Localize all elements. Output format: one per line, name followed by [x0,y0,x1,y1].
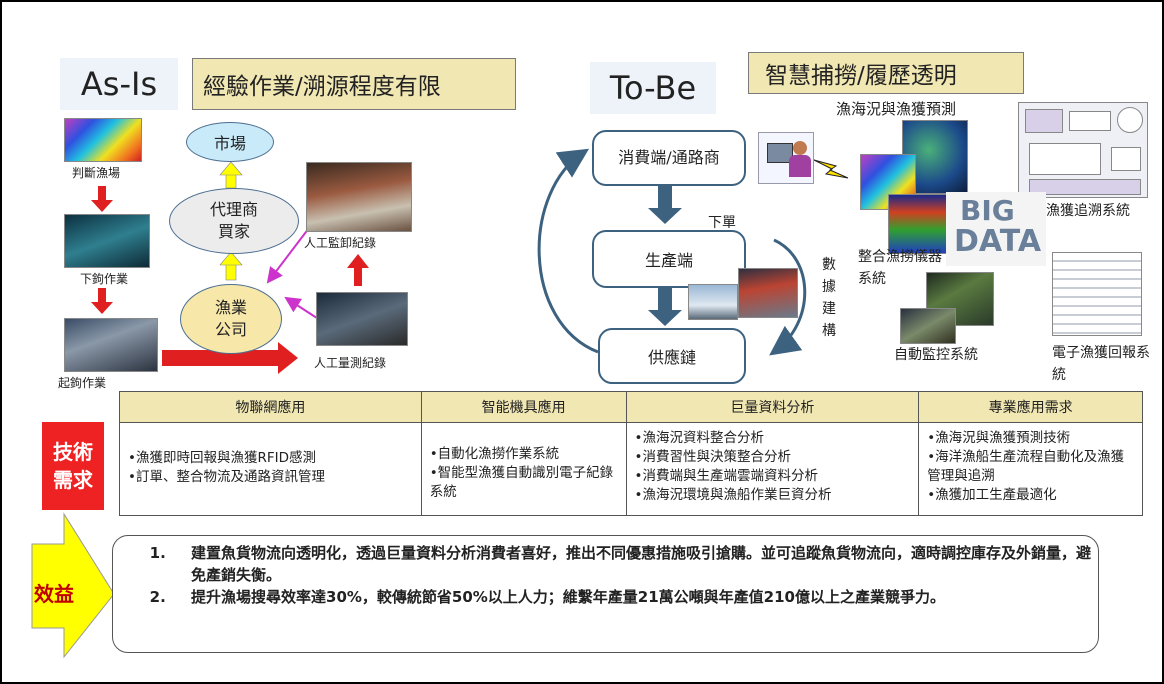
fishery-company-node: 漁業 公司 [180,284,282,354]
list-item: •漁海況與漁獲預測技術 [927,430,1071,446]
measuring-photo [316,292,408,346]
tech-requirements-label: 技術 需求 [42,422,104,510]
to-be-heading: 智慧捕撈/履歷透明 [748,52,1024,94]
step-hook-setting: 下鉤作業 [80,272,129,286]
header-iot: 物聯網應用 [119,391,422,423]
header-professional-needs: 專業應用需求 [918,391,1143,423]
auto-monitoring-label: 自動監控系統 [894,347,978,363]
blue-arrow-down-1 [648,186,682,224]
cell-big-data: •漁海況資料整合分析 •消費習性與決策整合分析 •消費端與生產端雲端資料分析 •… [625,422,920,516]
fishing-ground-map-thumbnail [64,118,142,162]
red-arrow-down-1 [91,186,113,212]
yellow-arrow-up-1 [219,161,243,189]
cell-smart-equipment: •自動化漁撈作業系統 •智能型漁獲自動識別電子紀錄系統 [420,422,627,516]
consumer-channel-node: 消費端/通路商 [592,130,746,186]
purple-arrow-2 [284,296,321,321]
cycle-arrow-right [769,238,807,356]
manual-unloading-record: 人工監卸紀錄 [304,236,377,250]
list-item: •訂單、整合物流及通路資訊管理 [128,469,325,485]
lightning-icon [813,159,849,179]
forecast-label: 漁海況與漁獲預測 [836,100,957,118]
list-item: •漁海況資料整合分析 [634,430,764,446]
header-smart-equipment: 智能機具應用 [420,391,627,423]
red-arrow-right [162,342,298,374]
benefit-list: 建置魚貨物流向透明化，透過巨量資料分析消費者喜好，推出不同優惠措施吸引搶購。並可… [113,542,1098,608]
list-item: •消費習性與決策整合分析 [634,449,791,465]
red-arrow-up [347,254,369,286]
as-is-label: As-Is [60,58,178,110]
benefit-label: 效益 [34,582,74,606]
step-hook-hauling: 起鉤作業 [58,376,107,390]
blue-arrow-down-2 [648,288,682,326]
list-item: •漁獲加工生產最適化 [927,487,1057,503]
benefit-arrow-shape [31,512,115,659]
order-label: 下單 [708,215,736,231]
e-logbook-label: 電子漁獲回報系統 [1052,345,1150,383]
data-modeling-label: 數據建構 [822,257,836,339]
hook-setting-photo [64,214,150,268]
benefit-item-2: 提升漁場搜尋效率達30%，較傳統節省50%以上人力；維繫年產量21萬公噸與年產值… [171,586,1098,608]
traceability-label: 漁獲追溯系統 [1046,203,1130,219]
list-item: •智能型漁獲自動識別電子紀錄系統 [429,465,614,500]
purple-arrow-1 [266,223,313,284]
deck-camera-view-2 [900,308,956,344]
instrument-system-label: 整合漁撈儀器系統 [858,249,942,287]
manual-measurement-record: 人工量測紀錄 [314,356,387,370]
list-item: •海洋漁船生產流程自動化及漁獲管理與追溯 [927,449,1125,484]
traceability-flow-diagram [1018,102,1148,198]
list-item: •漁獲即時回報與漁獲RFID感測 [128,450,316,466]
cell-iot: •漁獲即時回報與漁獲RFID感測 •訂單、整合物流及通路資訊管理 [119,422,422,516]
tech-requirements-table: 物聯網應用 智能機具應用 巨量資料分析 專業應用需求 •漁獲即時回報與漁獲RFI… [119,391,1143,516]
unloading-photo [306,162,412,232]
production-node: 生產端 [592,230,746,288]
big-data-wordcloud: BIG DATA [946,192,1046,266]
list-item: •消費端與生產端雲端資料分析 [634,468,818,484]
big-word: BIG [960,194,1015,227]
supply-chain-node: 供應鏈 [598,328,746,384]
step-judge-fishing-ground: 判斷漁場 [72,166,121,180]
list-item: •漁海況環境與漁船作業巨資分析 [634,487,832,503]
header-big-data: 巨量資料分析 [625,391,920,423]
hook-hauling-photo [64,318,158,372]
benefit-box: 建置魚貨物流向透明化，透過巨量資料分析消費者喜好，推出不同優惠措施吸引搶購。並可… [112,535,1099,653]
operator-computer-illustration [758,132,814,184]
agent-buyer-node: 代理商 買家 [169,188,299,254]
tech-header-row: 物聯網應用 智能機具應用 巨量資料分析 專業應用需求 [119,391,1143,423]
to-be-label: To-Be [590,62,716,114]
e-logbook-screenshot [1052,252,1142,336]
tech-body-row: •漁獲即時回報與漁獲RFID感測 •訂單、整合物流及通路資訊管理 •自動化漁撈作… [119,422,1143,516]
cell-professional-needs: •漁海況與漁獲預測技術 •海洋漁船生產流程自動化及漁獲管理與追溯 •漁獲加工生產… [918,422,1143,516]
list-item: •自動化漁撈作業系統 [429,446,560,462]
cycle-arrow-left [537,148,599,354]
data-word: DATA [954,224,1042,259]
yellow-arrow-up-2 [219,251,243,281]
as-is-heading: 經驗作業/溯源程度有限 [192,58,516,110]
vessel-photo-2 [738,268,798,318]
benefit-item-1: 建置魚貨物流向透明化，透過巨量資料分析消費者喜好，推出不同優惠措施吸引搶購。並可… [171,542,1098,586]
red-arrow-down-2 [91,288,113,314]
market-node: 市場 [186,122,274,162]
vessel-photo-1 [688,284,738,320]
fish-finder-display [888,194,948,254]
